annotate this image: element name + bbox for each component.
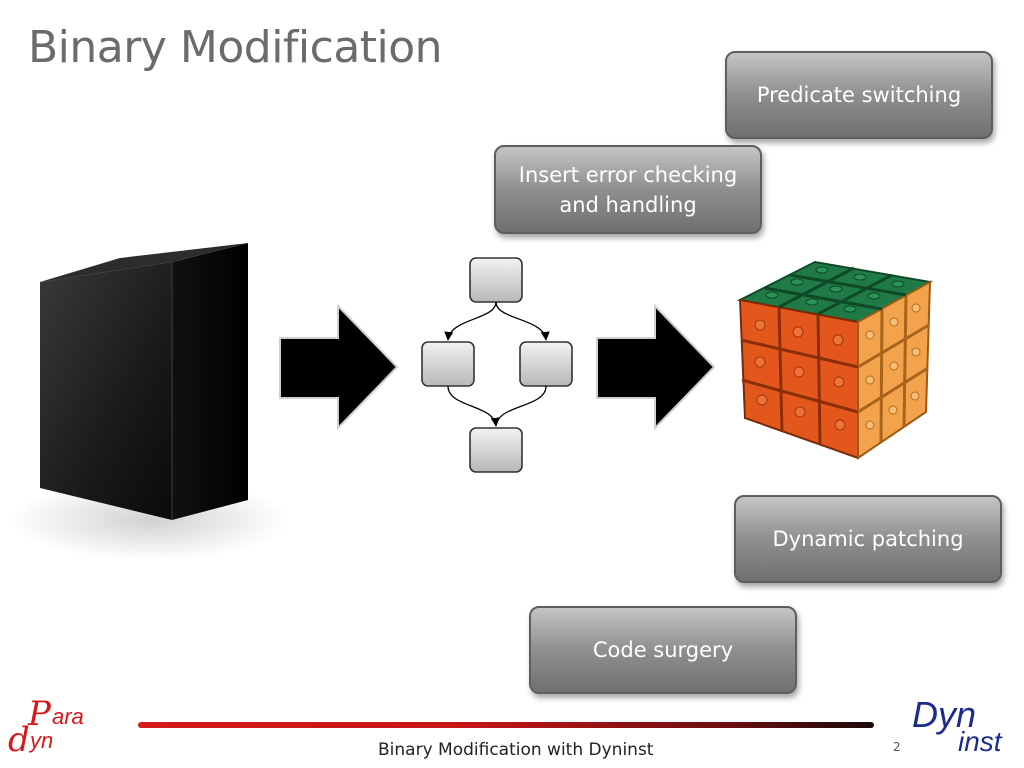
- callout-code-surgery: Code surgery: [529, 606, 797, 694]
- right-arrow-icon: [596, 303, 716, 431]
- footer-title: Binary Modification with Dyninst: [378, 740, 654, 760]
- slide-title: Binary Modification: [28, 22, 443, 73]
- callout-label-line2: and handling: [559, 192, 697, 217]
- black-box-icon: [10, 243, 290, 560]
- callout-error-checking: Insert error checking and handling: [494, 145, 762, 234]
- footer-divider: [138, 722, 874, 728]
- dyninst-logo: Dyn inst: [912, 694, 1002, 757]
- callout-label: Code surgery: [592, 638, 734, 662]
- paradyn-logo: P ara d yn: [8, 694, 84, 760]
- cfg-node-left: [421, 341, 475, 387]
- callout-dynamic-patching: Dynamic patching: [734, 495, 1002, 583]
- right-arrow-icon: [279, 303, 399, 431]
- callout-label: Predicate switching: [756, 83, 962, 107]
- callout-predicate-switching: Predicate switching: [725, 51, 993, 139]
- cfg-node-right: [519, 341, 573, 387]
- lego-cube-icon: [736, 260, 933, 460]
- callout-label: Dynamic patching: [772, 527, 964, 551]
- page-number: 2: [893, 740, 901, 754]
- cfg-node-bottom: [469, 427, 523, 473]
- control-flow-graph: [421, 257, 573, 473]
- cfg-node-top: [469, 257, 523, 303]
- callout-label-line1: Insert error checking: [518, 162, 738, 187]
